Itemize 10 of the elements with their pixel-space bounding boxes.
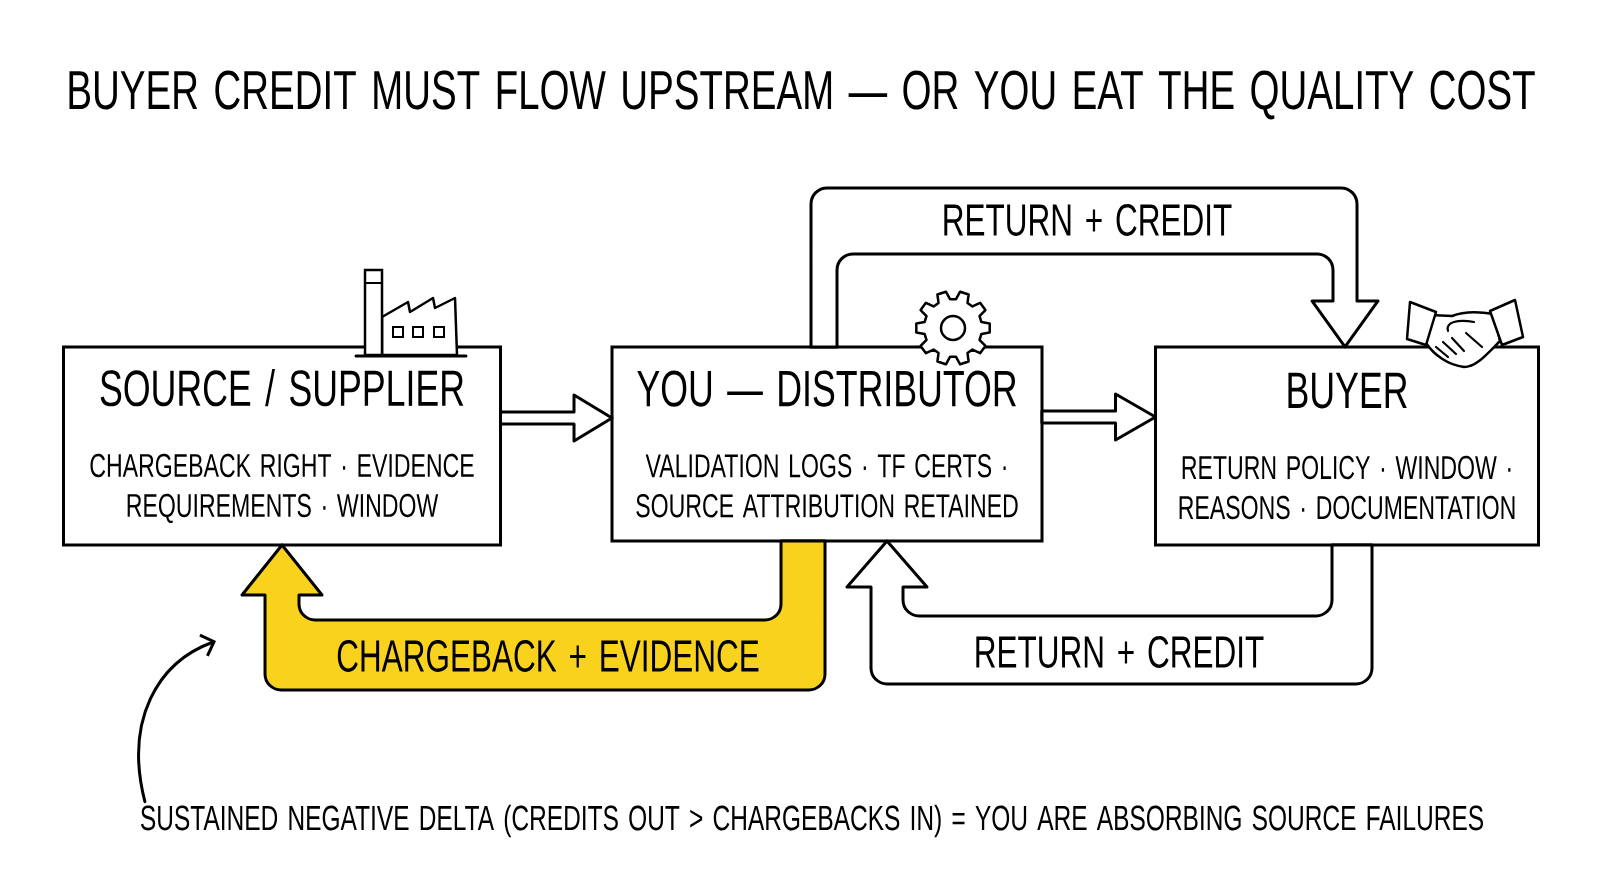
process-box: YOU — DISTRIBUTOR VALIDATION LOGS · TF CERTS · SOURCE ATTRIBUTION RETAINED <box>610 345 1044 543</box>
curved-arrow <box>137 633 216 804</box>
process-box: BUYER RETURN POLICY · WINDOW · REASONS · DOCUMENTATION <box>1154 345 1540 547</box>
title: BUYER CREDIT MUST FLOW UPSTREAM — OR YOU EAT THE QUALITY COST <box>69 70 1535 120</box>
edge-label: RETURN + CREDIT <box>939 202 1235 238</box>
process-box: SOURCE / SUPPLIER CHARGEBACK RIGHT · EVIDENCE REQUIREMENTS · WINDOW <box>62 345 502 547</box>
block-arrow <box>1040 392 1157 442</box>
annotation-text: SUSTAINED NEGATIVE DELTA (CREDITS OUT > CHARGEBACKS IN) = YOU ARE ABSORBING SOURCE FAILURES <box>141 804 1483 838</box>
edge-label: CHARGEBACK + EVIDENCE <box>334 638 762 674</box>
edge-label: RETURN + CREDIT <box>971 634 1267 670</box>
